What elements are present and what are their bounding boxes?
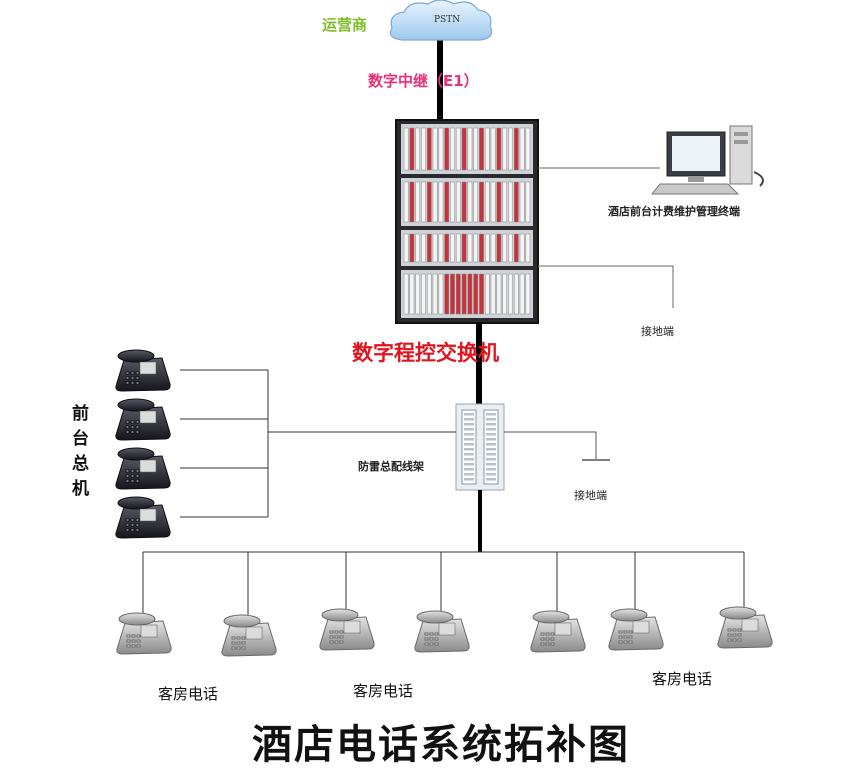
front-desk-wiring	[180, 369, 456, 518]
room-phone-icon	[319, 608, 375, 651]
room-phone-icon	[608, 608, 664, 651]
room-phone-icon	[221, 614, 277, 657]
computer-icon	[650, 125, 764, 195]
front-desk-phone-icon	[115, 496, 171, 539]
front-desk-phone-icon	[115, 447, 171, 490]
pbx-label: 数字程控交换机	[352, 341, 499, 365]
pstn-label: PSTN	[434, 15, 461, 25]
distribution-frame-icon	[455, 403, 505, 491]
room-phone-icon	[116, 612, 172, 655]
front-desk-label: 前台总机	[72, 404, 89, 499]
front-desk-phone-icon	[115, 398, 171, 441]
mdf-label: 防雷总配线架	[358, 460, 424, 473]
ground-label-top: 接地端	[641, 325, 674, 338]
room-phone-icon	[414, 610, 470, 653]
cloud-icon	[389, 0, 493, 41]
front-desk-phone-icon	[115, 349, 171, 392]
ground-link-top	[538, 265, 674, 308]
terminal-label: 酒店前台计费维护管理终端	[608, 205, 740, 218]
diagram-title: 酒店电话系统拓补图	[252, 722, 630, 768]
room-phone-bus	[142, 551, 745, 619]
pbx-rack-icon	[395, 119, 539, 324]
trunk-label: 数字中继（E1）	[368, 72, 479, 90]
ground-label-bottom: 接地端	[574, 489, 607, 502]
room-phone-label-3: 客房电话	[652, 670, 713, 688]
ground-link-bottom	[504, 431, 597, 459]
room-phone-label-1: 客房电话	[158, 685, 219, 703]
carrier-label: 运营商	[322, 16, 368, 34]
room-phone-icon	[530, 610, 586, 653]
room-phone-icon	[717, 606, 773, 649]
room-phone-label-2: 客房电话	[353, 682, 414, 700]
